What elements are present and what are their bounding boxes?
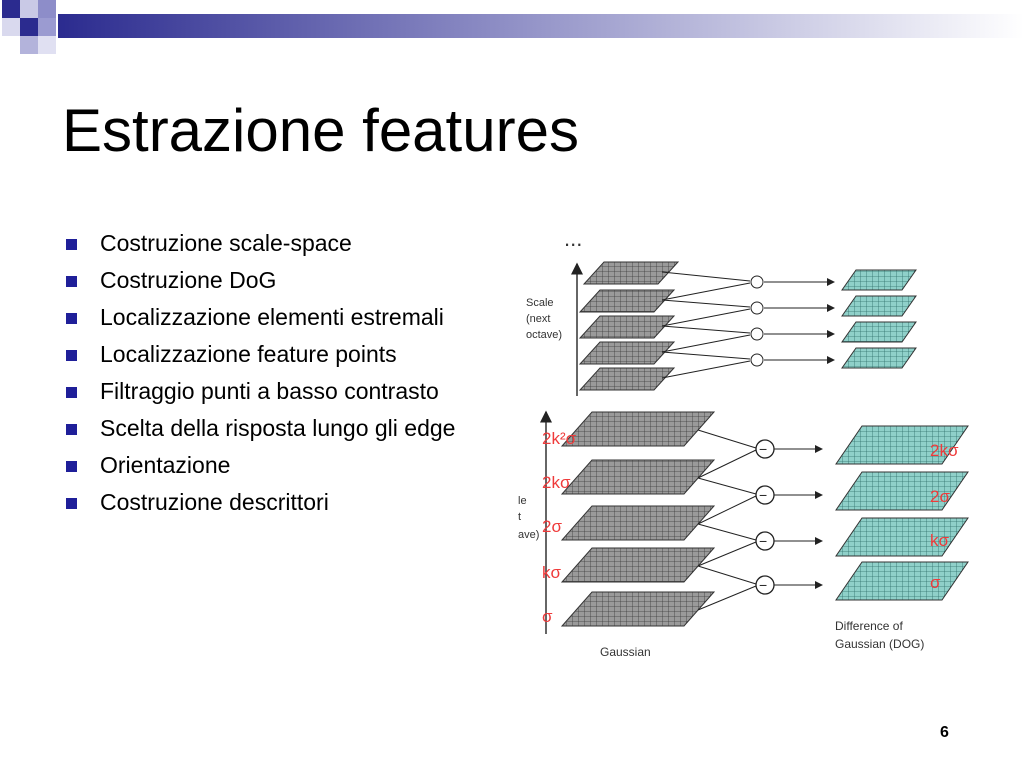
octave-fragment-label: le (518, 495, 527, 507)
bullet-item: Scelta della risposta lungo gli edge (62, 413, 482, 443)
gaussian-scale-label: kσ (542, 563, 562, 582)
dog-scale-label: 2kσ (930, 441, 959, 460)
bullet-list: Costruzione scale-space Costruzione DoG … (62, 228, 482, 524)
scale-label: (next (526, 313, 550, 325)
next-octave-subtract-nodes (750, 275, 764, 367)
gaussian-scale-label: 2k²σ (542, 429, 577, 448)
bullet-item: Localizzazione elementi estremali (62, 302, 482, 332)
next-octave-arrows (661, 271, 835, 379)
minus-symbol: − (759, 577, 767, 593)
next-octave-dog-layers (841, 269, 917, 369)
minus-symbol: − (759, 441, 767, 457)
scale-label: octave) (526, 329, 562, 341)
decorative-header-bar (2, 0, 1024, 54)
scale-label: Scale (526, 297, 554, 309)
dog-scale-label: 2σ (930, 487, 950, 506)
gaussian-caption: Gaussian (600, 645, 651, 659)
subtract-nodes (755, 439, 775, 595)
minus-symbol: − (759, 533, 767, 549)
bullet-item: Orientazione (62, 450, 482, 480)
dog-layers (835, 425, 969, 601)
bullet-item: Filtraggio punti a basso contrasto (62, 376, 482, 406)
minus-symbol: − (759, 487, 767, 503)
bullet-item: Costruzione DoG (62, 265, 482, 295)
gaussian-scale-label: σ (542, 607, 553, 626)
gaussian-scale-label: 2kσ (542, 473, 571, 492)
dog-pyramid-diagram: ... Scale (next octave) le t ave) (518, 226, 969, 659)
ellipsis-label: ... (564, 226, 582, 251)
octave-fragment-label: ave) (518, 529, 539, 541)
bullet-item: Localizzazione feature points (62, 339, 482, 369)
gaussian-to-dog-arrows (697, 429, 823, 611)
slide-title: Estrazione features (62, 97, 579, 164)
next-octave-gaussian-layers (578, 261, 680, 391)
dog-scale-label: kσ (930, 531, 950, 550)
gaussian-layers (560, 411, 716, 627)
page-number: 6 (940, 724, 949, 741)
dog-caption: Gaussian (DOG) (835, 637, 924, 651)
dog-scale-label: σ (930, 573, 941, 592)
bullet-item: Costruzione descrittori (62, 487, 482, 517)
bullet-item: Costruzione scale-space (62, 228, 482, 258)
octave-fragment-label: t (518, 511, 521, 523)
gaussian-scale-label: 2σ (542, 517, 562, 536)
dog-caption: Difference of (835, 619, 903, 633)
